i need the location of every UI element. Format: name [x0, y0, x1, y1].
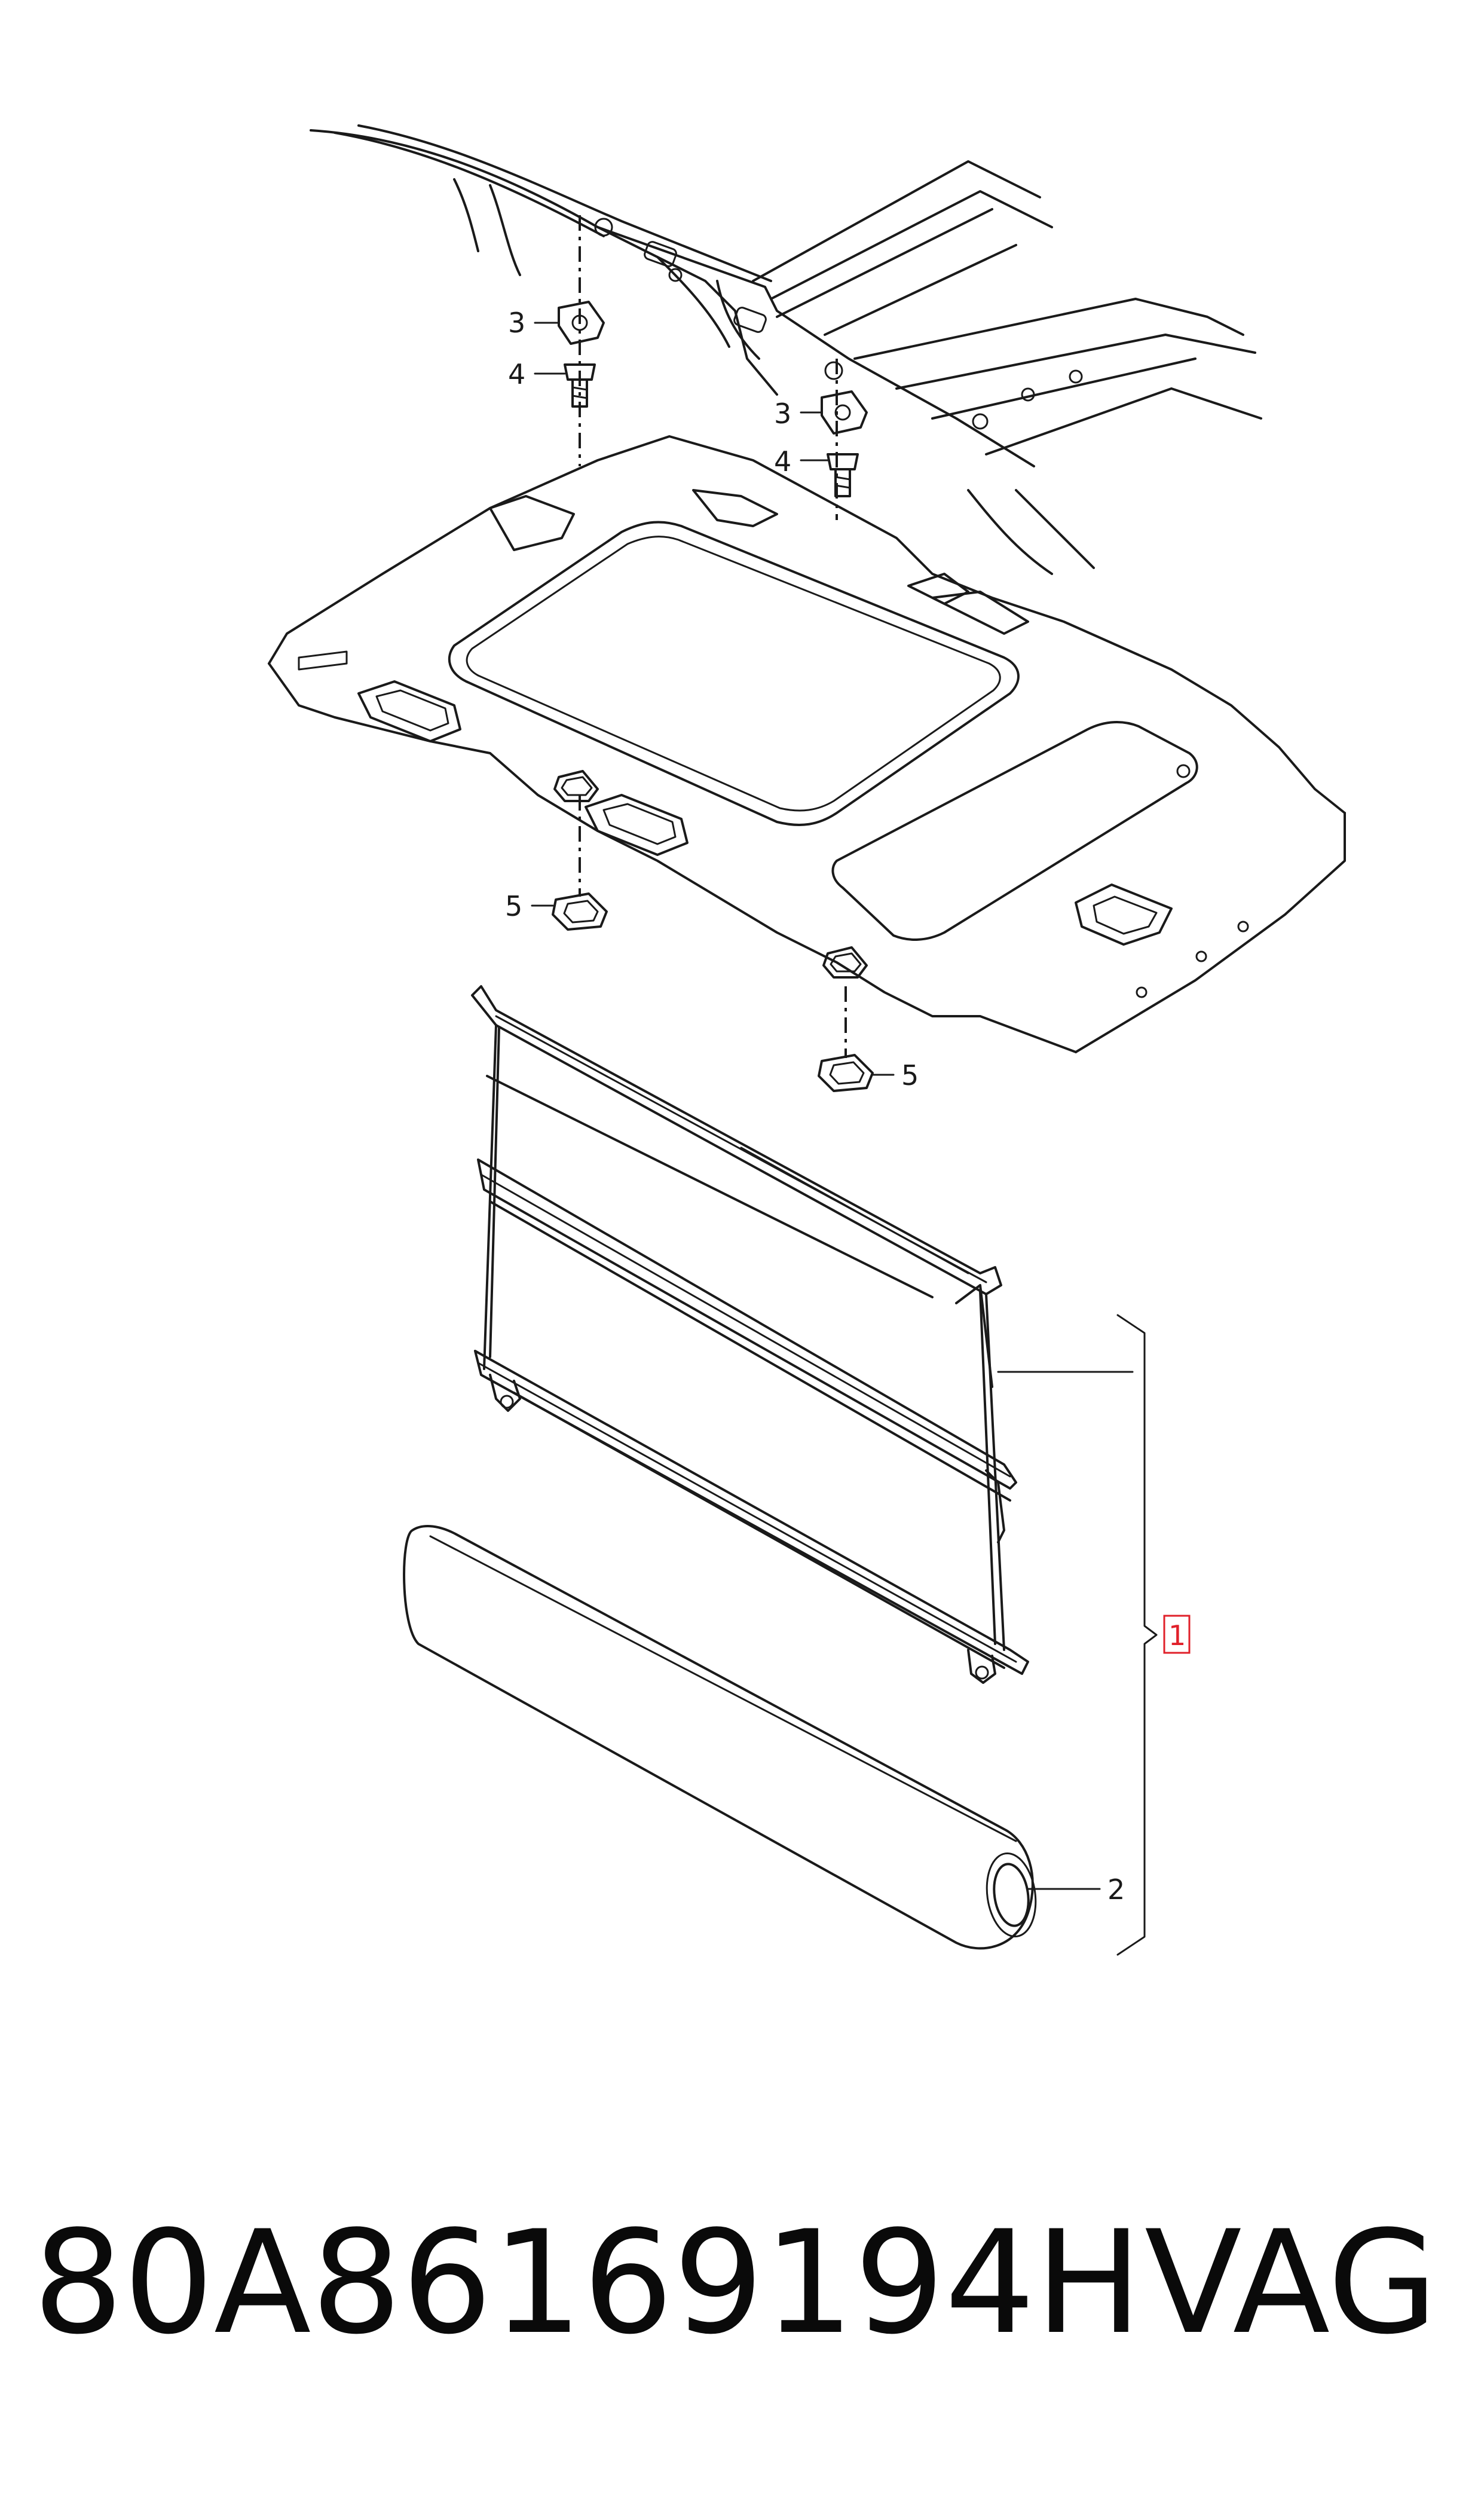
callout-5-left: 5: [505, 890, 522, 922]
roof-frame: [310, 124, 1262, 575]
callout-5-right: 5: [901, 1059, 919, 1092]
callout-2: 2: [1107, 1873, 1125, 1906]
screw-part-4-left: [564, 363, 596, 408]
clip-part-5-left: [552, 892, 608, 931]
headliner: [268, 435, 1346, 1053]
bracket-part-3-right: [821, 390, 868, 435]
part-number: 80A86169194H: [33, 2200, 1143, 2366]
brand-label: VAG: [1145, 2200, 1438, 2366]
storage-bag: [403, 1525, 1037, 1950]
screw-part-4-right: [827, 453, 859, 497]
cargo-net-assembly: [471, 985, 1029, 1684]
callout-4-left: 4: [508, 358, 525, 390]
clip-part-5-right: [818, 1054, 874, 1092]
footer: 80A86169194H VAG: [33, 2206, 1467, 2361]
leader-lines: [531, 322, 1158, 1956]
clip-recess-right: [822, 946, 868, 979]
bracket-part-3-left: [558, 301, 605, 345]
callout-4-right: 4: [774, 445, 791, 478]
callout-1-box: [1163, 1615, 1191, 1654]
callout-3-left: 3: [508, 307, 525, 339]
clip-recess-left: [553, 770, 599, 802]
callout-1: 1: [1168, 1619, 1186, 1652]
callout-3-right: 3: [774, 398, 791, 430]
